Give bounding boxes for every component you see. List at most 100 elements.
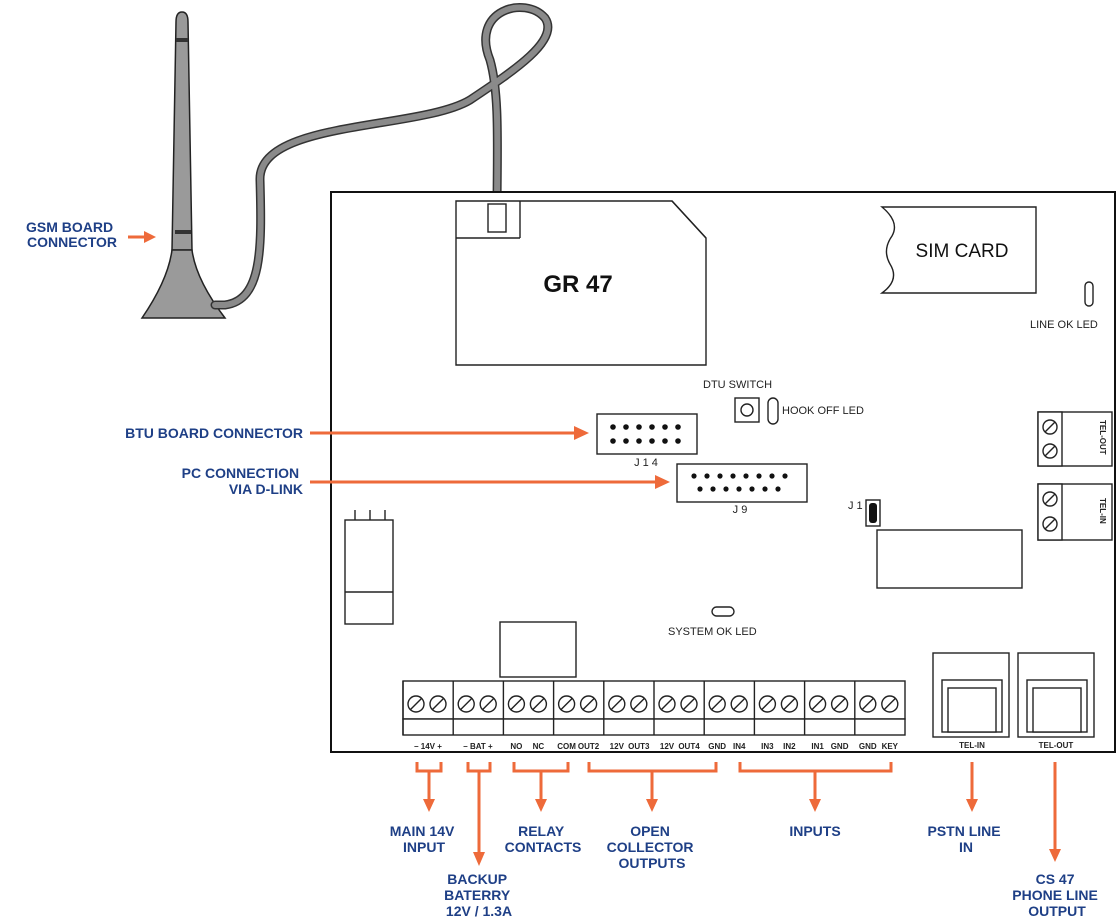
tel-out-side-terminal: TEL-OUT [1037,411,1113,467]
j1-label: J 1 [848,500,863,512]
antenna-cable-fill [212,4,551,308]
terminal-screw-slot [833,697,847,711]
open-collector-arrowhead [646,799,658,812]
terminal-screws [402,681,899,735]
terminal-screw-slot [509,697,523,711]
relay-contacts-label: RELAY CONTACTS [505,823,582,855]
terminal-screw-slot [531,697,545,711]
hook-off-led [767,397,779,425]
j9-header: J 9 [676,463,808,516]
open-collector-bracket [587,762,718,773]
gsm-arrowhead [144,231,156,243]
j9-pins [691,473,788,492]
terminal-label: GND [831,742,849,751]
battery-bracket [466,762,492,773]
sim-card-label: SIM CARD [916,241,1009,262]
terminal-label: OUT3 [628,742,650,751]
backup-battery-label: BACKUP BATERRY 12V / 1.3A [444,871,514,919]
gr47-module: GR 47 [455,200,707,366]
pstn-line-label: PSTN LINE IN [927,823,1004,855]
relay-block [876,529,1023,589]
terminal-screw-slot [481,697,495,711]
line-ok-led-label: LINE OK LED [1030,319,1098,331]
relay-arrowhead [535,799,547,812]
pc-connection-label: PC CONNECTION VIA D-LINK [182,465,303,497]
main-input-arrowhead [423,799,435,812]
antenna [140,11,227,319]
cs47-output-label: CS 47 PHONE LINE OUTPUT [1012,871,1101,919]
terminal-label: NC [533,742,545,751]
terminal-screw-slot [632,697,646,711]
terminal-label: OUT4 [678,742,700,751]
terminal-strip [402,680,906,736]
j14-header: J 1 4 [596,413,698,469]
inputs-arrowhead [809,799,821,812]
terminal-label: IN1 [811,742,824,751]
terminal-label: 12V [660,742,675,751]
terminal-screw-slot [710,697,724,711]
terminal-label: 12V [610,742,625,751]
terminal-screw-slot [682,697,696,711]
terminal-label: GND [708,742,726,751]
battery-arrowhead [473,852,485,866]
gsm-label: GSM BOARD CONNECTOR [26,219,117,250]
j14-pins [610,424,681,444]
terminal-screw-slot [760,697,774,711]
dtu-switch-label: DTU SWITCH [703,379,772,391]
pc-arrowhead [655,475,670,489]
terminal-screw-slot [459,697,473,711]
tel-out-side-label: TEL-OUT [1098,420,1107,455]
line-ok-led [1084,281,1094,307]
btu-arrowhead [574,426,589,440]
gsm-antenna-socket [487,203,507,233]
system-ok-led [711,606,735,617]
terminal-screw-slot [732,697,746,711]
terminal-screw-slot [431,697,445,711]
relay-bracket [512,762,570,773]
terminal-screw-slot [883,697,897,711]
antenna-band [175,230,191,234]
terminal-label: COM [557,742,576,751]
pstn-arrowhead [966,799,978,812]
terminal-screw-slot [811,697,825,711]
tel-in-port-label: TEL-IN [959,741,985,750]
tel-in-port: TEL-IN [932,652,1010,750]
terminal-label: KEY [882,742,899,751]
cs47-arrowhead [1049,849,1061,862]
main-input-bracket [415,762,443,773]
btu-label: BTU BOARD CONNECTOR [125,425,303,441]
terminal-label: GND [859,742,877,751]
inputs-bracket [738,762,893,773]
terminal-label: NO [510,742,522,751]
terminal-screw-slot [660,697,674,711]
main-input-label: MAIN 14V INPUT [390,823,458,855]
terminal-screw-slot [782,697,796,711]
tel-out-port: TEL-OUT [1017,652,1095,750]
hook-off-led-label: HOOK OFF LED [782,405,864,417]
tel-in-side-terminal: TEL-IN [1037,483,1113,541]
inputs-label: INPUTS [789,823,840,839]
dtu-switch-button [740,403,754,417]
terminal-label: – 14V + [414,742,442,751]
module-label: GR 47 [543,271,612,298]
terminal-screw-slot [861,697,875,711]
terminal-label: OUT2 [578,742,600,751]
terminal-screw-slot [582,697,596,711]
sim-card-slot: SIM CARD [879,206,1037,294]
system-ok-led-label: SYSTEM OK LED [668,626,757,638]
terminal-label: – BAT + [463,742,493,751]
left-component [344,510,394,625]
antenna-whip [171,11,193,251]
antenna-band [176,38,188,42]
j14-label: J 1 4 [634,457,658,469]
tel-out-port-label: TEL-OUT [1039,741,1074,750]
terminal-label: IN4 [733,742,746,751]
terminal-label: IN3 [761,742,774,751]
antenna-base [140,249,227,319]
tel-in-side-label: TEL-IN [1098,498,1107,524]
terminal-screw-slot [610,697,624,711]
j9-label: J 9 [733,504,748,516]
terminal-label: IN2 [783,742,796,751]
